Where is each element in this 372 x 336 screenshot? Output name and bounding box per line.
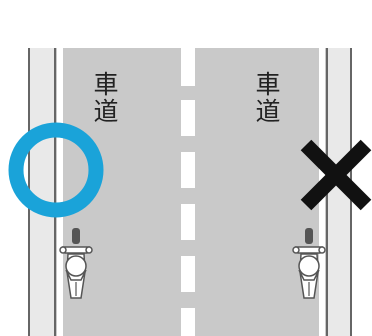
center-dash [181,256,195,292]
left-shoulder [29,48,55,336]
lane-label-left-char-2: 道 [91,98,121,125]
left-white-line [57,48,63,336]
center-dash [181,204,195,240]
lane-label-right-char-2: 道 [253,98,283,125]
center-dash [181,48,195,86]
center-dash [181,100,195,136]
lane-label-right: 車 道 [253,71,283,125]
center-dash [181,152,195,188]
lane-label-left-char-1: 車 [91,71,121,98]
center-dash [181,308,195,336]
lane-label-right-char-1: 車 [253,71,283,98]
lane-label-left: 車 道 [91,71,121,125]
